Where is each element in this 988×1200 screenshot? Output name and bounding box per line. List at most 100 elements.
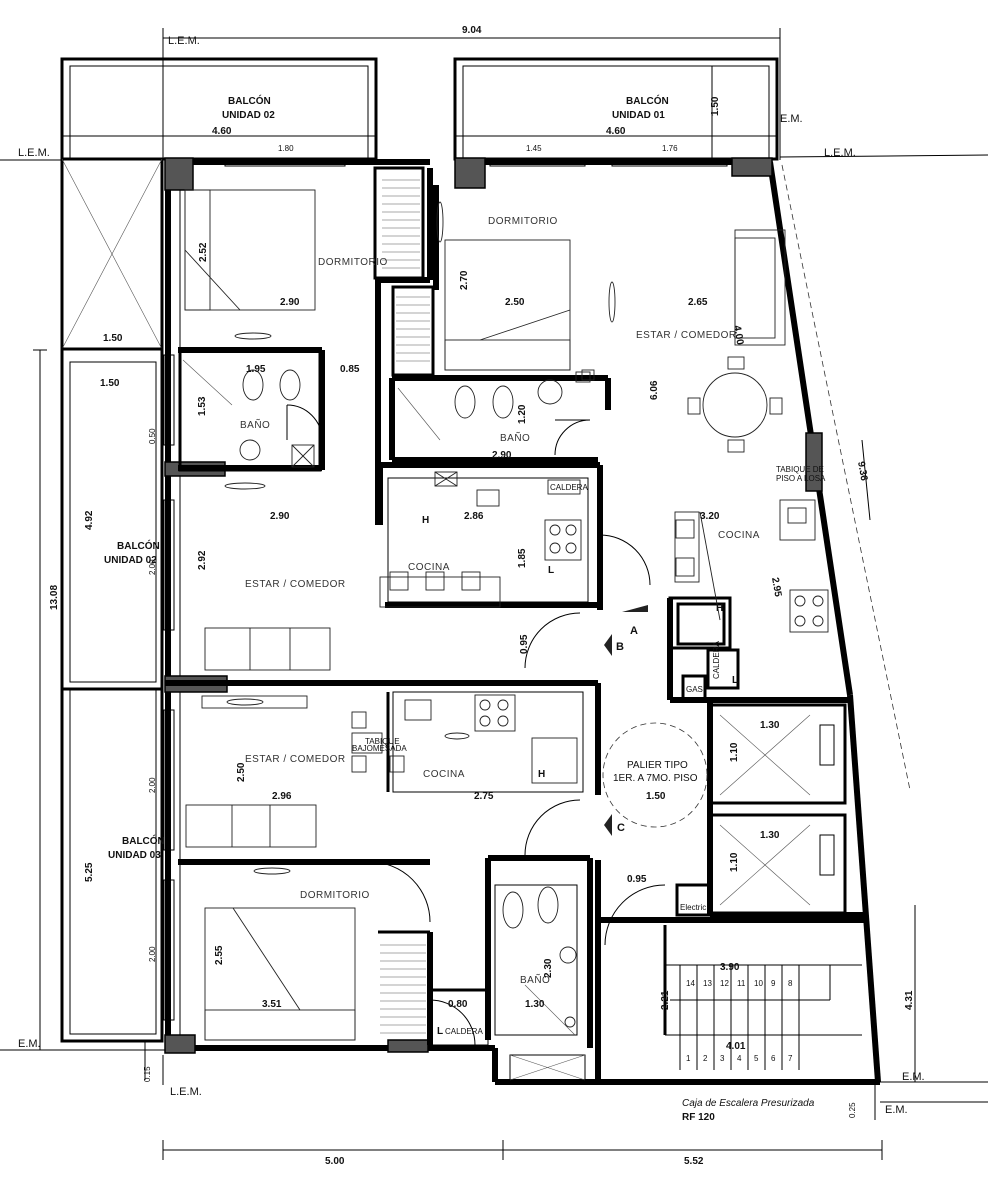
dim-side-200b: 2.00 — [148, 777, 157, 793]
tag-tabique-baj-2: BAJOMESADA — [352, 744, 407, 753]
stair-caption-line1: Caja de Escalera Presurizada — [682, 1098, 815, 1109]
dim-dorm-u1-w: 2.50 — [505, 297, 525, 308]
tag-l-u1: L — [732, 675, 738, 686]
balcony-u2-side-line1: BALCÓN — [117, 539, 160, 552]
lem-top-label: L.E.M. — [168, 35, 200, 47]
dim-stair-390: 3.90 — [720, 962, 740, 973]
stair-step-upper-5: 9 — [771, 979, 776, 988]
em-right-bottom2-label: E.M. — [885, 1104, 908, 1116]
dimension-labels: 9.04 4.60 4.60 1.50 1.80 1.45 1.76 2.52 … — [49, 25, 915, 1167]
dim-estar-u3-h: 2.50 — [236, 762, 247, 782]
dim-cocina-u1-w: 3.20 — [700, 511, 720, 522]
dim-bath-130b: 1.30 — [760, 830, 780, 841]
marker-c: C — [617, 822, 625, 834]
dim-bano-u2-h: 1.53 — [197, 396, 208, 416]
dim-right-025: 0.25 — [848, 1102, 857, 1118]
balcony-u2-top-line2: UNIDAD 02 — [222, 110, 275, 121]
dim-left-015: 0.15 — [143, 1066, 152, 1082]
stair-treads — [509, 964, 862, 1081]
room-dorm-u2: DORMITORIO — [318, 257, 388, 268]
dim-cocina-u2-h: 1.85 — [517, 548, 528, 568]
stair-step-lower-1: 2 — [703, 1054, 708, 1063]
dim-estar-u2-w: 2.90 — [270, 511, 290, 522]
equipment-tags: CALDERA CALDERA CALDERA GAS Electric TAB… — [352, 465, 826, 1037]
dim-side-b-w1: 1.50 — [103, 333, 123, 344]
room-labels: DORMITORIO DORMITORIO ESTAR / COMEDOR BA… — [240, 216, 760, 986]
dim-cocina-u2-w: 2.86 — [464, 511, 484, 522]
balcony-unit-02-top — [60, 57, 378, 161]
balcony-labels: BALCÓN UNIDAD 02 BALCÓN UNIDAD 01 BALCÓN… — [104, 94, 669, 861]
dim-right-431: 4.31 — [904, 990, 915, 1010]
lem-right-label: L.E.M. — [824, 147, 856, 159]
room-bano-u1: BAÑO — [500, 431, 530, 444]
room-estar-u2: ESTAR / COMEDOR — [245, 579, 346, 590]
stair-step-lower-0: 1 — [686, 1054, 691, 1063]
balcony-unit-03-side — [60, 687, 164, 1043]
dim-stair-221: 2.21 — [660, 990, 671, 1010]
dim-bath-130a: 1.30 — [760, 720, 780, 731]
dim-cocina-u1-h: 2.95 — [769, 577, 783, 599]
tag-electric: Electric — [680, 903, 706, 912]
em-right-top-label: E.M. — [780, 113, 803, 125]
doors — [286, 404, 666, 1046]
dim-b1-depth: 1.50 — [710, 96, 721, 116]
room-dorm-u1: DORMITORIO — [488, 216, 558, 227]
section-markers — [604, 605, 648, 836]
marker-b: B — [616, 641, 624, 653]
dim-u1-height: 6.06 — [649, 380, 660, 400]
stair-step-lower-6: 7 — [788, 1054, 793, 1063]
balcony-u1-top-line1: BALCÓN — [626, 94, 669, 107]
balcony-unit-01-top — [453, 57, 779, 161]
dim-bano-u3-w: 1.30 — [525, 999, 545, 1010]
tag-caldera-u3: CALDERA — [445, 1027, 483, 1036]
palier-line1: PALIER TIPO — [627, 760, 688, 771]
palier-line2: 1ER. A 7MO. PISO — [613, 773, 698, 784]
tag-h-u2: H — [422, 515, 429, 526]
stair-caption-line2: RF 120 — [682, 1112, 715, 1123]
dim-estar-u2-h: 2.92 — [197, 550, 208, 570]
em-right-bottom1-label: E.M. — [902, 1071, 925, 1083]
closet-hatch-u2 — [382, 179, 420, 269]
stair-step-upper-2: 12 — [720, 979, 729, 988]
dim-bath-110b: 1.10 — [729, 852, 740, 872]
dim-side-200c: 2.00 — [148, 946, 157, 962]
reference-labels: L.E.M. L.E.M. L.E.M. L.E.M. E.M. E.M. E.… — [18, 35, 925, 1116]
stair-step-upper-3: 11 — [737, 979, 746, 988]
tag-tabique-losa-2: PISO A LOSA — [776, 474, 826, 483]
dim-dorm-u2-h: 2.52 — [198, 242, 209, 262]
outer-dimension-lines — [0, 28, 988, 1160]
section-marker-labels: A B C — [616, 625, 638, 834]
dim-bano-u2-w: 1.95 — [246, 364, 266, 375]
dim-dorm-u3-h: 2.55 — [214, 945, 225, 965]
dim-right-936: 9.36 — [855, 461, 869, 483]
balcony-unit-02-side — [60, 157, 164, 691]
windows — [163, 157, 728, 1021]
dim-b2-width: 4.60 — [212, 126, 232, 137]
dim-door-095a: 0.95 — [519, 634, 530, 654]
closet-hatch-u1 — [396, 296, 430, 362]
stair-caption: Caja de Escalera Presurizada RF 120 — [682, 1098, 815, 1123]
stair-step-lower-3: 4 — [737, 1054, 742, 1063]
dim-bano-u1-h: 1.20 — [517, 404, 528, 424]
dim-side-b-w2: 1.50 — [100, 378, 120, 389]
balcony-u2-top-line1: BALCÓN — [228, 94, 271, 107]
stair-step-lower-5: 6 — [771, 1054, 776, 1063]
em-left-bottom-label: E.M. — [18, 1038, 41, 1050]
room-dorm-u3: DORMITORIO — [300, 890, 370, 901]
tag-h-u3: H — [538, 769, 545, 780]
closet-hatch-u3 — [380, 944, 426, 1034]
dim-win-u2: 1.80 — [278, 144, 294, 153]
room-bano-u2: BAÑO — [240, 418, 270, 431]
tag-tabique-baj-1: TABIQUE — [365, 737, 400, 746]
dim-estar-u1-diag: 4.00 — [731, 325, 745, 347]
dim-dorm-u2-w: 2.90 — [280, 297, 300, 308]
marker-a: A — [630, 625, 638, 637]
dim-palier-w: 1.50 — [646, 791, 666, 802]
room-cocina-u1: COCINA — [718, 530, 760, 541]
dim-bano-u1-w: 2.90 — [492, 450, 512, 461]
tag-h-u1: H — [716, 603, 723, 614]
dim-left-492: 4.92 — [84, 510, 95, 530]
dim-bath-110a: 1.10 — [729, 742, 740, 762]
room-cocina-u3: COCINA — [423, 769, 465, 780]
